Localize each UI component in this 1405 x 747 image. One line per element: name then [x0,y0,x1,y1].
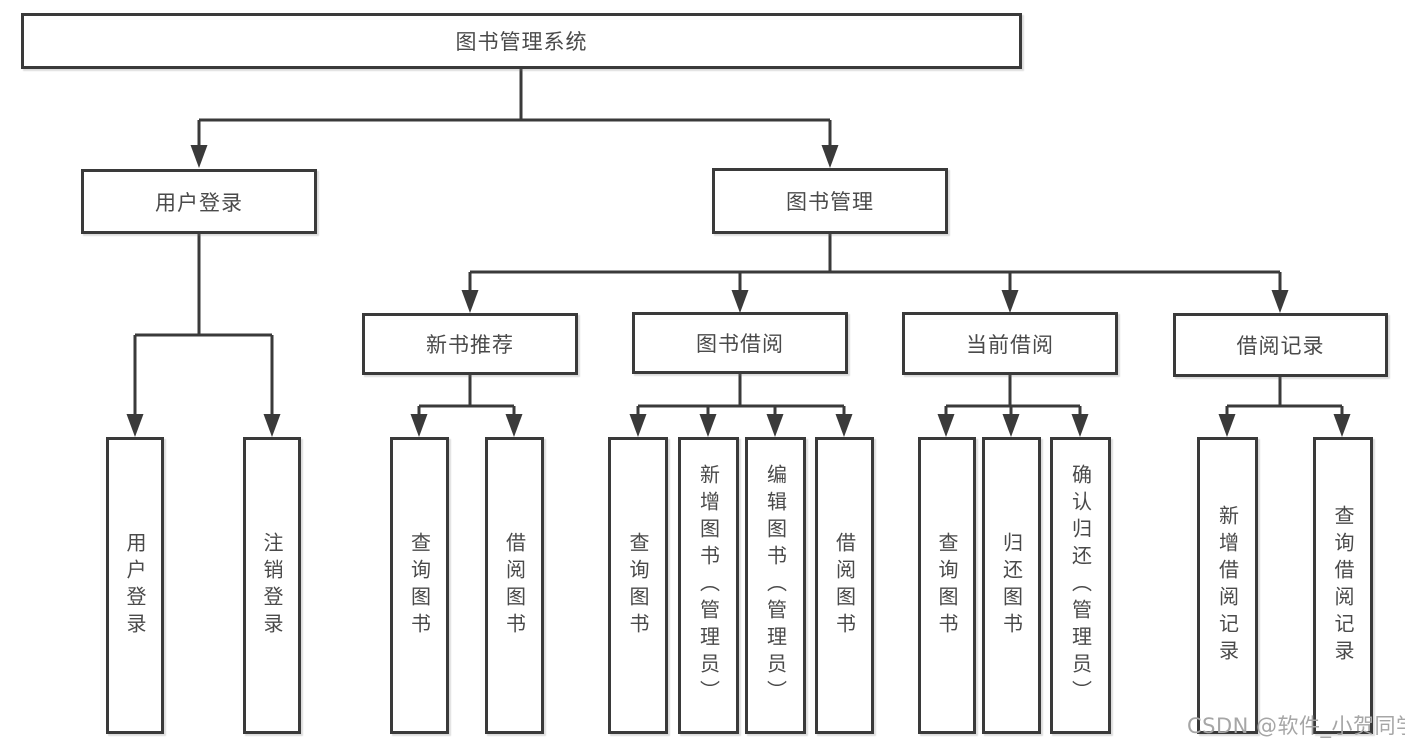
leaf-borrowing-edit-books-admin-label: 编辑图书（管理员） [763,464,788,707]
node-current-borrowing-label: 当前借阅 [966,332,1054,357]
leaf-borrowing-borrow-books-label: 借阅图书 [832,531,857,640]
node-new-book-recommend-label: 新书推荐 [426,333,514,357]
leaf-logout-label: 注销登录 [260,531,284,640]
leaf-user-login-label: 用户登录 [123,531,147,640]
node-book-borrowing-label: 图书借阅 [696,332,784,356]
leaf-user-login: 用户登录 [106,437,164,734]
node-current-borrowing: 当前借阅 [902,312,1118,375]
leaf-borrowing-edit-books-admin: 编辑图书（管理员） [745,437,806,734]
leaf-borrowing-query-books: 查询图书 [608,437,668,734]
leaf-current-return-books: 归还图书 [982,437,1041,734]
node-borrow-records-label: 借阅记录 [1236,334,1325,358]
leaf-borrowing-add-books-admin-label: 新增图书（管理员） [696,464,721,707]
node-user-login-branch: 用户登录 [81,169,317,234]
leaf-borrowing-add-books-admin: 新增图书（管理员） [678,437,739,734]
leaf-borrowing-borrow-books: 借阅图书 [815,437,874,734]
leaf-current-query-books: 查询图书 [918,437,976,734]
node-root-label: 图书管理系统 [455,30,588,54]
node-book-management: 图书管理 [712,168,948,234]
node-borrow-records: 借阅记录 [1173,313,1388,377]
leaf-current-return-books-label: 归还图书 [999,531,1024,640]
leaf-newrec-borrow-books-label: 借阅图书 [502,531,527,640]
node-book-management-label: 图书管理 [786,190,874,214]
node-root-system: 图书管理系统 [21,13,1022,69]
node-user-login-branch-label: 用户登录 [155,190,243,215]
csdn-watermark: CSDN @软件_小贺同学 [1187,714,1405,738]
leaf-records-add-record-label: 新增借阅记录 [1215,504,1240,667]
node-new-book-recommend: 新书推荐 [362,313,578,375]
leaf-newrec-query-books-label: 查询图书 [407,531,432,640]
leaf-records-query-record-label: 查询借阅记录 [1331,504,1355,667]
leaf-current-confirm-return-admin-label: 确认归还（管理员） [1068,464,1093,707]
leaf-current-confirm-return-admin: 确认归还（管理员） [1050,437,1111,734]
leaf-records-query-record: 查询借阅记录 [1313,437,1373,734]
leaf-newrec-query-books: 查询图书 [390,437,449,734]
leaf-borrowing-query-books-label: 查询图书 [626,531,650,640]
leaf-newrec-borrow-books: 借阅图书 [485,437,544,734]
node-book-borrowing: 图书借阅 [632,312,848,374]
leaf-logout: 注销登录 [243,437,301,734]
leaf-records-add-record: 新增借阅记录 [1197,437,1258,734]
leaf-current-query-books-label: 查询图书 [935,531,959,640]
